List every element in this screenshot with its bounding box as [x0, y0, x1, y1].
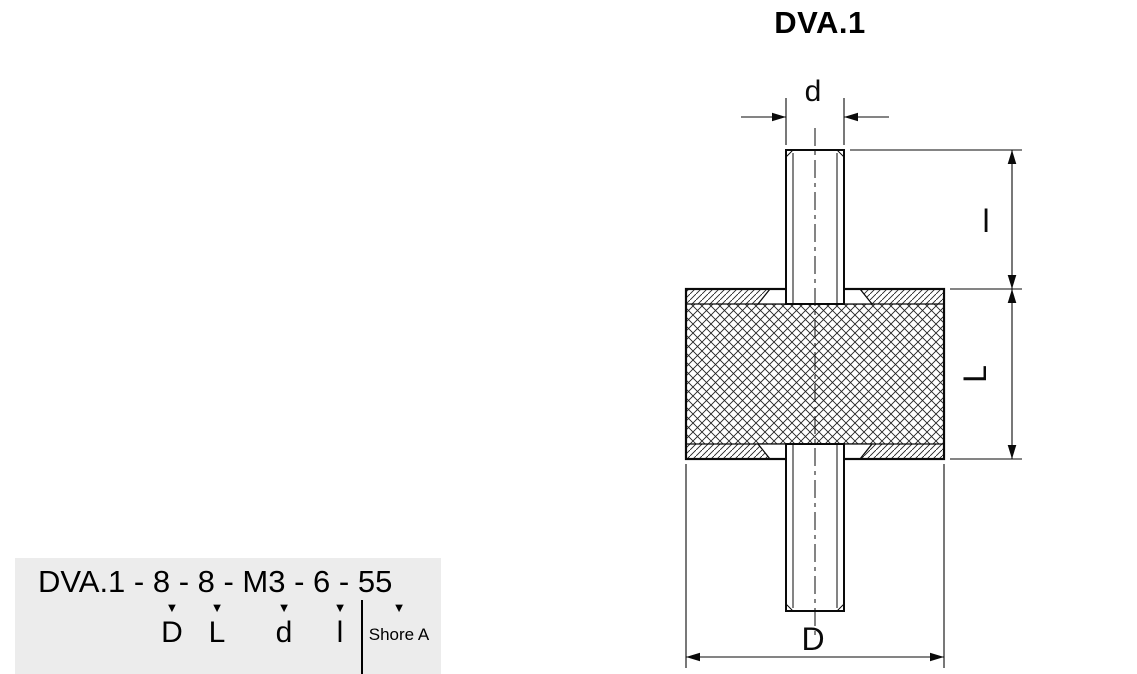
dim-label-l: l [982, 203, 989, 239]
dimension-L: L [950, 289, 1022, 460]
bottom-stud-chamfer-right [836, 603, 845, 612]
dimension-d: d [741, 75, 889, 145]
bottom-stud-chamfer-left [785, 603, 794, 612]
dim-label-D: D [801, 621, 824, 657]
down-arrow-icon: ▼ [392, 600, 406, 615]
down-arrow-icon: ▼ [165, 600, 179, 615]
dim-l-arrow-top-icon [1007, 150, 1017, 164]
code-mapping-d: ▼ d [276, 600, 293, 651]
dim-D-arrow-right-icon [930, 652, 944, 662]
code-mapping-L: ▼ L [209, 600, 226, 651]
dimension-l: l [850, 149, 1022, 290]
down-arrow-icon: ▼ [210, 600, 224, 615]
code-mapping-label: l [336, 616, 344, 649]
top-stud-chamfer-right [836, 149, 845, 158]
ordering-code-legend: DVA.1 - 8 - 8 - M3 - 6 - 55 ▼ D ▼ L ▼ d … [15, 558, 441, 674]
code-mapping-label: D [161, 616, 183, 649]
top-stud-chamfer-left [785, 149, 794, 158]
drawing-title: DVA.1 [774, 5, 866, 40]
down-arrow-icon: ▼ [333, 600, 347, 615]
code-mapping-l: ▼ l [334, 600, 347, 651]
dim-d-arrow-right-icon [844, 112, 858, 122]
dim-D-arrow-left-icon [686, 652, 700, 662]
down-arrow-icon: ▼ [277, 600, 291, 615]
dim-L-arrow-top-icon [1007, 289, 1017, 303]
code-mapping-shore: ▼ Shore A [369, 600, 430, 650]
dimension-D: D [685, 464, 945, 668]
dim-label-d: d [805, 75, 822, 108]
dim-l-arrow-bottom-icon [1007, 275, 1017, 289]
legend-divider [361, 600, 363, 674]
code-mapping-label: L [208, 616, 226, 649]
dim-L-arrow-bottom-icon [1007, 445, 1017, 459]
code-mapping-label: Shore A [368, 625, 430, 644]
ordering-code: DVA.1 - 8 - 8 - M3 - 6 - 55 [38, 564, 393, 599]
code-mapping-label: d [275, 616, 293, 649]
dim-label-L: L [957, 365, 993, 383]
code-mapping-D: ▼ D [161, 600, 183, 651]
dim-d-arrow-left-icon [772, 112, 786, 122]
